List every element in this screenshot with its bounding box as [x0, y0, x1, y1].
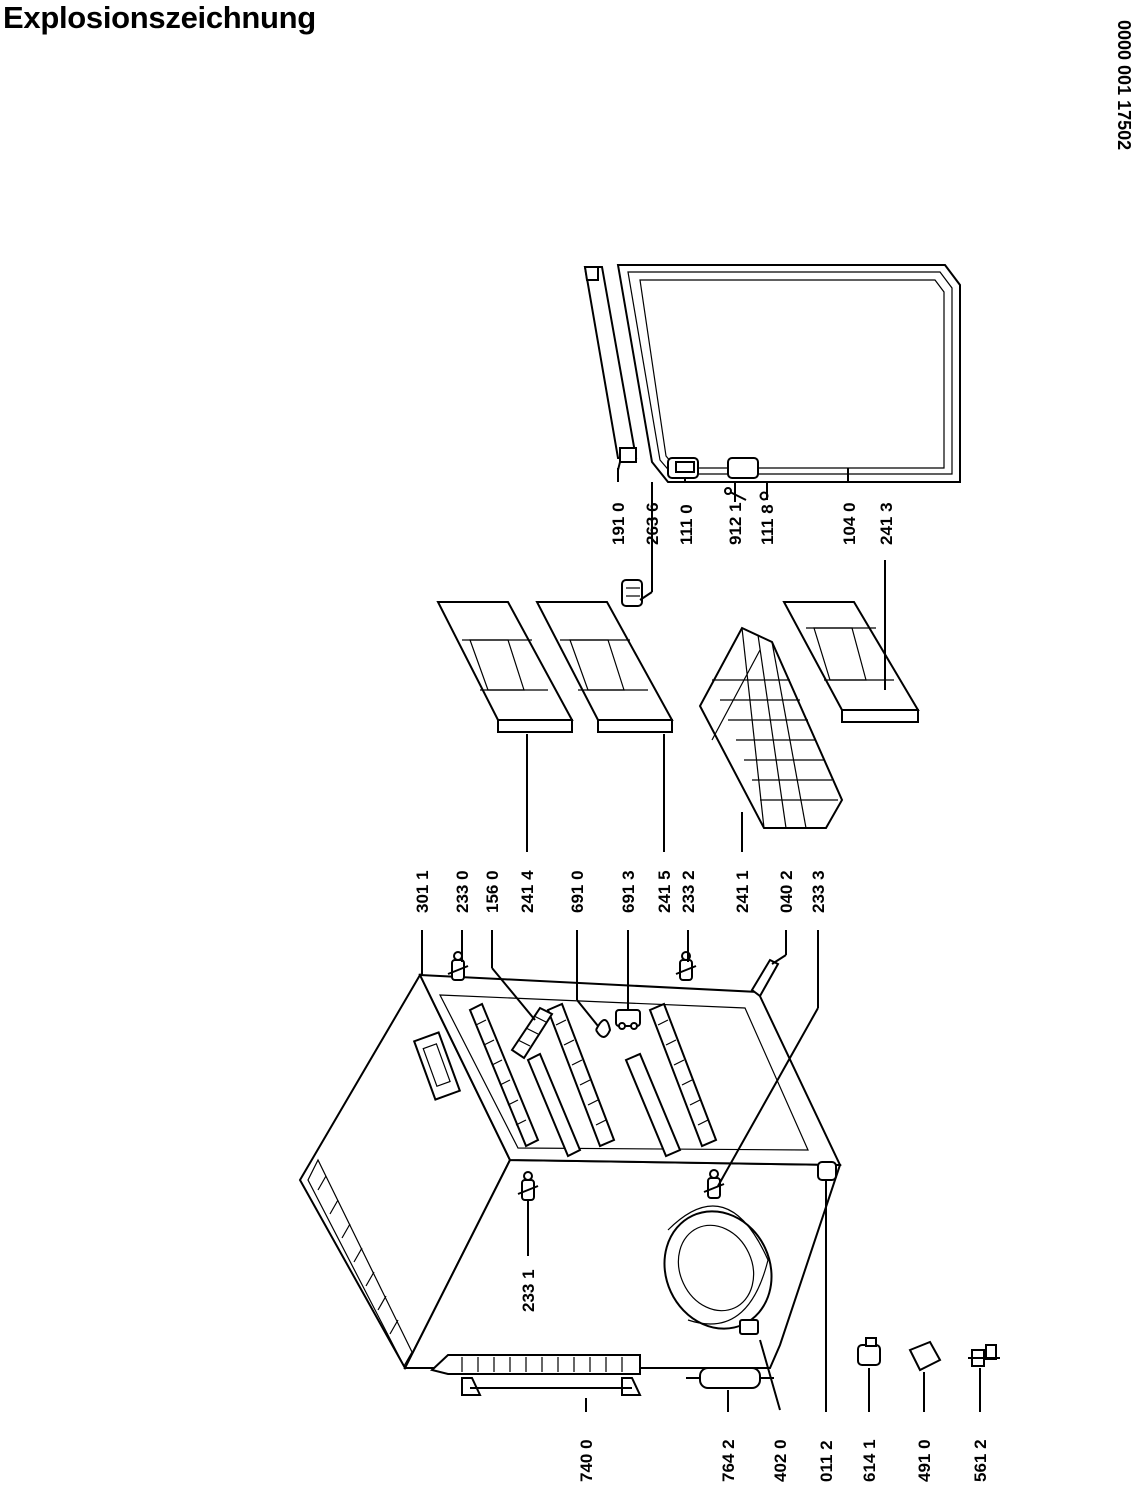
part-labels: 191 0 263 6 111 0 912 1 111 8 104 0 241 … — [413, 502, 990, 1482]
label-491-0: 491 0 — [915, 1439, 934, 1482]
label-233-1: 233 1 — [519, 1269, 538, 1312]
small-grid-shelf — [510, 1006, 554, 1060]
compressor — [663, 1205, 773, 1335]
label-111-0: 111 0 — [677, 504, 696, 545]
sensor-clip — [595, 1019, 612, 1038]
label-191-0: 191 0 — [609, 502, 628, 545]
label-402-0: 402 0 — [771, 1439, 790, 1482]
label-241-1: 241 1 — [733, 870, 752, 913]
filter-drier — [686, 1367, 774, 1389]
condenser — [429, 1354, 642, 1396]
evaporator-shelves — [468, 1002, 718, 1158]
label-561-2: 561 2 — [971, 1439, 990, 1482]
clamp-icon — [968, 1344, 1000, 1367]
label-263-6: 263 6 — [643, 502, 662, 545]
wire-basket — [698, 626, 844, 829]
label-241-3: 241 3 — [877, 502, 896, 545]
label-912-1: 912 1 — [726, 502, 745, 545]
label-104-0: 104 0 — [840, 502, 859, 545]
label-691-3: 691 3 — [619, 870, 638, 913]
label-040-2: 040 2 — [777, 870, 796, 913]
label-011-2: 011 2 — [817, 1440, 836, 1482]
relay-cover-icon — [908, 1340, 942, 1372]
page-title: Explosionszeichnung — [3, 0, 316, 35]
cabinet-foot — [817, 1161, 837, 1181]
label-241-5: 241 5 — [655, 870, 674, 913]
label-301-1: 301 1 — [413, 870, 432, 913]
hinge-pin — [621, 579, 643, 607]
label-764-2: 764 2 — [719, 1439, 738, 1482]
hinge-icon — [447, 951, 725, 1201]
drawer-front-bottom — [782, 601, 920, 723]
label-233-2: 233 2 — [679, 870, 698, 913]
relay-icon — [857, 1337, 881, 1366]
leader-lines — [421, 461, 981, 1412]
label-691-0: 691 0 — [568, 870, 587, 913]
label-740-0: 740 0 — [577, 1439, 596, 1482]
drawer-front-middle — [535, 601, 674, 733]
label-233-0: 233 0 — [453, 870, 472, 913]
label-156-0: 156 0 — [483, 870, 502, 913]
lamp-holder — [615, 1009, 641, 1030]
door-trim-strip — [583, 266, 638, 463]
door — [616, 264, 961, 483]
label-614-1: 614 1 — [860, 1439, 879, 1482]
label-233-3: 233 3 — [809, 870, 828, 913]
drawer-front-top — [436, 601, 574, 733]
foot-rail — [750, 958, 780, 998]
door-handle — [667, 457, 759, 479]
label-241-4: 241 4 — [518, 870, 537, 913]
label-111-8: 111 8 — [758, 504, 777, 545]
